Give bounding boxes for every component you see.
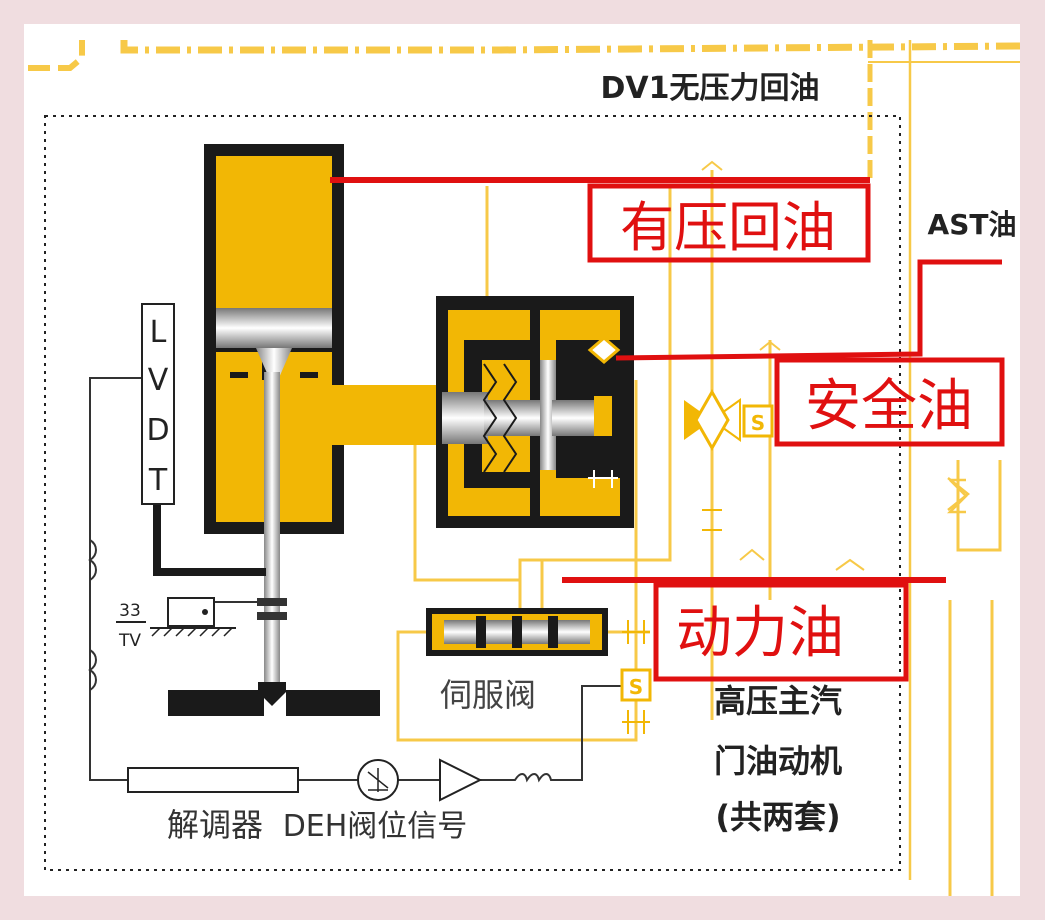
- lvdt-sensor: L V D T: [141, 303, 266, 576]
- label-boxes: [587, 183, 1005, 682]
- safety-oil-label: 安全油: [805, 374, 973, 439]
- lvdt-letter-d: D: [146, 413, 169, 448]
- actuator-label-line2: 门油动机: [714, 742, 842, 780]
- servo-valve: [426, 608, 608, 656]
- tv-numerator: 33: [119, 601, 141, 621]
- ast-check-valve: [946, 477, 971, 514]
- servo-valve-label: 伺服阀: [440, 676, 536, 714]
- lvdt-letter-v: V: [148, 363, 169, 398]
- demodulator-box: [127, 767, 299, 793]
- signal-chain: [127, 758, 483, 802]
- ast-oil-label: AST油: [928, 208, 1017, 241]
- servo-solenoid-s: S: [629, 675, 643, 699]
- actuator-label-line1: 高压主汽: [714, 682, 842, 720]
- servo-solenoid: S: [620, 620, 652, 734]
- pressure-return-oil-label: 有压回油: [620, 196, 836, 259]
- dv1-drain-label: DV1无压力回油: [601, 71, 820, 106]
- actuator-enclosure: [44, 115, 901, 871]
- piston-rod: [168, 372, 380, 716]
- lvdt-letter-l: L: [150, 315, 167, 350]
- actuator-label-line3: (共两套): [715, 798, 840, 836]
- lvdt-wires: [88, 377, 622, 783]
- tv-denominator: TV: [118, 631, 141, 651]
- deh-signal-label: DEH阀位信号: [283, 809, 468, 844]
- limit-switch-33tv: 33 TV: [116, 597, 236, 651]
- amplifier-icon: [439, 758, 483, 802]
- pipes: [396, 170, 1002, 896]
- demodulator-label: 解调器: [167, 806, 263, 844]
- dump-solenoid-valve: S: [684, 160, 865, 571]
- power-oil-label: 动力油: [676, 601, 844, 666]
- lvdt-letter-t: T: [148, 463, 168, 498]
- unloading-valve: [436, 296, 634, 528]
- drain-line: [28, 40, 1021, 880]
- red-oil-lines: [330, 177, 1002, 583]
- dump-solenoid-s: S: [751, 411, 765, 435]
